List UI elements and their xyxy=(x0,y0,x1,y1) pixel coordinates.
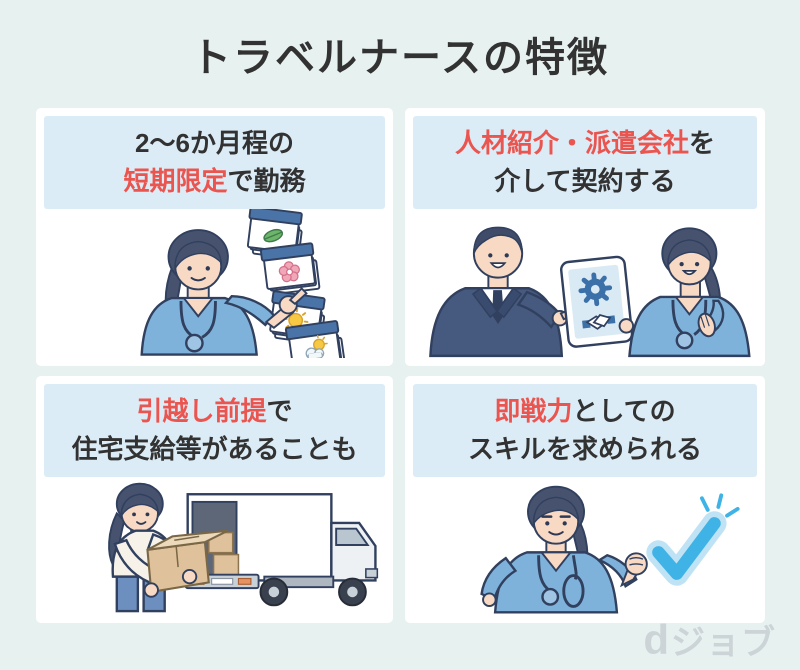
title-line: スキルを求められる xyxy=(415,431,755,469)
panel-short-term-title: 2〜6か月程の 短期限定で勤務 xyxy=(44,116,385,209)
title-text: で勤務 xyxy=(227,165,306,196)
title-line: 2〜6か月程の xyxy=(46,125,383,163)
title-line: 引越し前提で xyxy=(46,393,383,431)
page-title: トラベルナースの特徴 xyxy=(191,36,609,80)
title-line: 人材紹介・派遣会社を xyxy=(415,125,755,163)
checkmark-icon xyxy=(646,511,727,586)
nurse-calendar-graphic xyxy=(140,209,346,358)
title-text: スキルを求められる xyxy=(467,433,702,464)
illustration-recruiter-nurse xyxy=(413,209,757,358)
title-text: としての xyxy=(572,395,676,426)
hand xyxy=(697,312,716,338)
nurse-figure xyxy=(480,485,648,614)
tablet xyxy=(559,255,635,348)
d-logo-text: ジョブ xyxy=(671,624,776,662)
title-text: 住宅支給等があることも xyxy=(71,433,358,464)
title-text-emphasis: 引越し前提 xyxy=(136,395,267,426)
cloud-sun-icon xyxy=(305,334,328,358)
panel-immediate-skills: 即戦力としての スキルを求められる xyxy=(405,376,765,623)
cardboard-box-icon xyxy=(143,529,229,598)
panel-skills-title: 即戦力としての スキルを求められる xyxy=(413,384,757,477)
flower-icon xyxy=(278,261,300,283)
illustration-nurse-calendars xyxy=(44,209,385,358)
moving-graphic xyxy=(108,482,379,613)
panel-relocation-housing: 引越し前提で 住宅支給等があることも xyxy=(36,376,393,623)
title-line: 短期限定で勤務 xyxy=(46,163,383,201)
title-text: 2〜6か月程の xyxy=(135,127,294,158)
title-text-emphasis: 即戦力 xyxy=(494,395,573,426)
businessman-figure xyxy=(429,226,579,358)
sparkle-icon xyxy=(699,493,740,518)
panel-agency-contract: 人材紹介・派遣会社を 介して契約する xyxy=(405,108,765,366)
title-line: 住宅支給等があることも xyxy=(46,431,383,469)
d-logo-mark: d xyxy=(643,616,670,663)
gear-icon xyxy=(578,272,613,307)
nurse-figure xyxy=(628,227,751,358)
panel-short-term-work: 2〜6か月程の 短期限定で勤務 xyxy=(36,108,393,366)
panel-relocation-title: 引越し前提で 住宅支給等があることも xyxy=(44,384,385,477)
skills-graphic xyxy=(480,485,740,614)
title-text-emphasis: 短期限定 xyxy=(123,165,228,196)
handshake-icon xyxy=(582,314,616,330)
calendar-stack xyxy=(246,209,346,358)
title-bar: トラベルナースの特徴 xyxy=(0,0,800,108)
title-text-emphasis: 人材紹介・派遣会社 xyxy=(454,127,689,158)
title-line: 介して契約する xyxy=(415,163,755,201)
title-line: 即戦力としての xyxy=(415,393,755,431)
truck-icon xyxy=(184,493,379,607)
illustration-moving-truck xyxy=(44,477,385,615)
illustration-nurse-checkmark xyxy=(413,477,757,615)
nurse-figure xyxy=(140,229,308,356)
leaf-icon xyxy=(263,228,284,243)
panel-agency-title: 人材紹介・派遣会社を 介して契約する xyxy=(413,116,757,209)
recruiter-tablet-graphic xyxy=(429,226,751,358)
title-text: で xyxy=(266,395,293,426)
title-text: を xyxy=(689,127,716,158)
title-text: 介して契約する xyxy=(494,165,676,196)
feature-grid: 2〜6か月程の 短期限定で勤務 xyxy=(36,108,800,623)
